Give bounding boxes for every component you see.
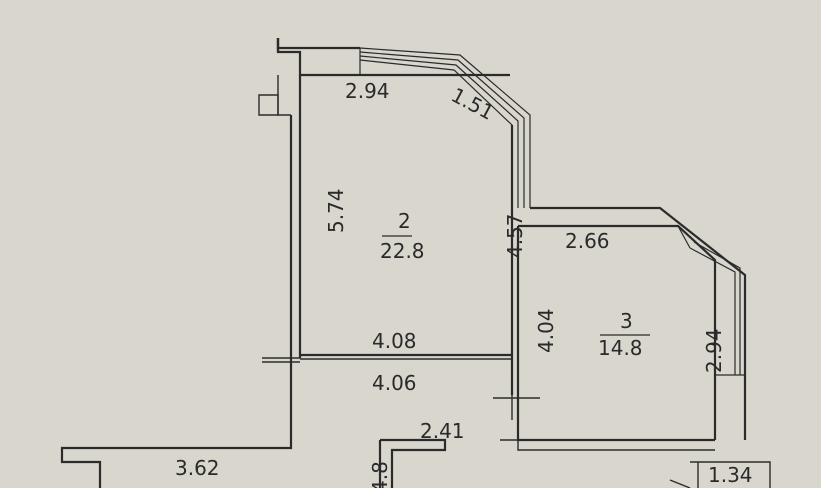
dim-lower-right: 1.34 <box>708 463 753 487</box>
room-3-number: 3 <box>620 309 633 333</box>
dim-room2-left: 5.74 <box>324 188 348 233</box>
dim-lower-partial: 4.8 <box>368 461 392 488</box>
dim-corridor-top: 4.06 <box>372 371 417 395</box>
dim-lower-left: 3.62 <box>175 456 220 480</box>
dim-room3-top: 2.66 <box>565 229 610 253</box>
room-3-area: 14.8 <box>598 336 643 360</box>
room-2-number: 2 <box>398 209 411 233</box>
dim-lower-middle: 2.41 <box>420 419 465 443</box>
room-2-walls <box>60 38 531 488</box>
dim-room2-top: 2.94 <box>345 79 390 103</box>
dim-room2-bottom: 4.08 <box>372 329 417 353</box>
dim-room3-right: 2.94 <box>702 328 726 373</box>
room-3-walls <box>516 206 747 451</box>
room-2-area: 22.8 <box>380 239 425 263</box>
dim-room2-right: 4.57 <box>503 213 527 258</box>
interior-partitions <box>262 353 771 488</box>
dim-room3-left: 4.04 <box>534 308 558 353</box>
